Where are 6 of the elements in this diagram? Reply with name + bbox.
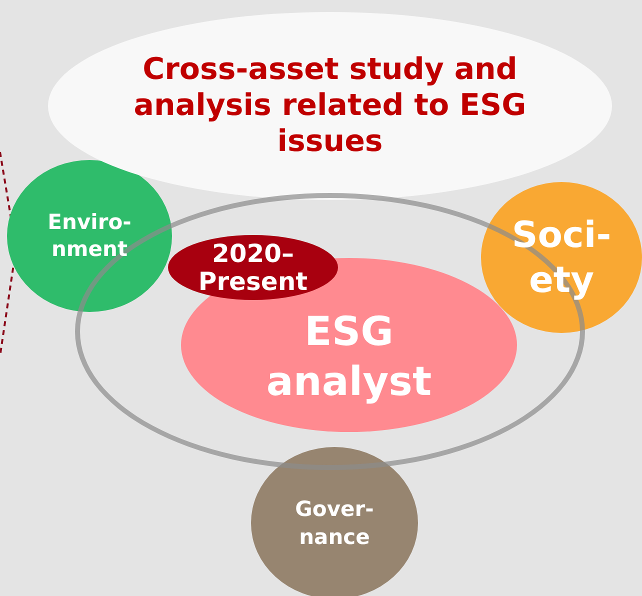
node-label: Enviro- nment xyxy=(46,208,132,263)
node-label: Gover- nance xyxy=(294,496,375,551)
node-label: Cross-asset study and analysis related to ESG issues xyxy=(132,52,528,160)
node-label: ESG analyst xyxy=(265,308,433,407)
node-label: Soci- ety xyxy=(510,214,612,302)
node-label: 2020– Present xyxy=(197,240,309,295)
